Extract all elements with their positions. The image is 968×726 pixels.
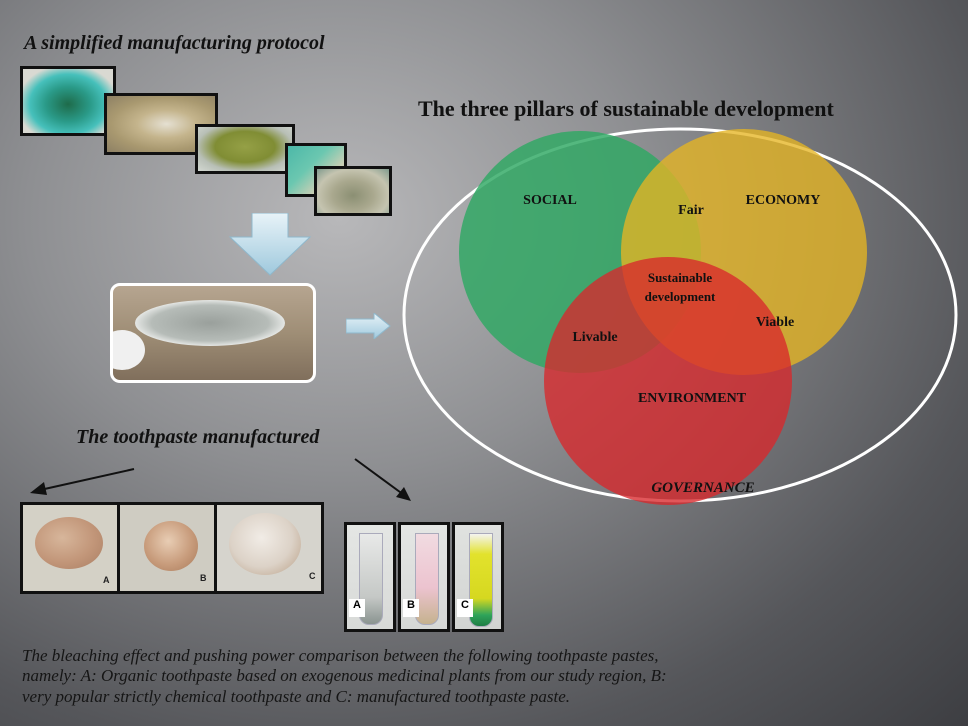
tube-label-c: C (457, 599, 473, 617)
caption-line-2: namely: A: Organic toothpaste based on e… (22, 666, 667, 686)
label-economy: ECONOMY (746, 193, 821, 208)
down-arrow-icon (228, 213, 312, 276)
protocol-title: A simplified manufacturing protocol (24, 32, 325, 54)
label-governance: GOVERNANCE (651, 480, 754, 496)
environment-circle (544, 257, 792, 505)
venn-diagram: SOCIAL ECONOMY Fair Sustainable developm… (402, 127, 958, 505)
tube-photo-c: C (452, 522, 504, 632)
sample-photo-c: C (214, 502, 324, 594)
toothpaste-plate-photo (110, 283, 316, 383)
sample-label-b: B (200, 573, 207, 583)
venn-title: The three pillars of sustainable develop… (418, 96, 834, 121)
protocol-photo-3 (195, 124, 295, 174)
tube-photo-a: A (344, 522, 396, 632)
label-center-1: Sustainable (648, 270, 713, 285)
tube-label-b: B (403, 599, 419, 617)
left-down-arrow-icon (30, 468, 135, 495)
sample-label-c: C (309, 571, 316, 581)
label-livable: Livable (572, 330, 617, 345)
sample-label-a: A (103, 575, 110, 585)
sample-photo-b: B (117, 502, 217, 594)
caption-line-3: very popular strictly chemical toothpast… (22, 686, 571, 706)
toothpaste-title: The toothpaste manufactured (76, 426, 320, 448)
label-social: SOCIAL (523, 193, 577, 208)
label-environment: ENVIRONMENT (638, 391, 747, 406)
caption-line-1: The bleaching effect and pushing power c… (22, 646, 659, 665)
label-center-2: development (645, 289, 716, 304)
tube-label-a: A (349, 599, 365, 617)
right-down-arrow-icon (354, 458, 411, 501)
protocol-photo-1 (20, 66, 116, 136)
tube-photo-b: B (398, 522, 450, 632)
right-arrow-icon (346, 313, 391, 339)
figure-caption: The bleaching effect and pushing power c… (22, 646, 952, 707)
sample-photo-a: A (20, 502, 120, 594)
label-fair: Fair (678, 203, 704, 218)
protocol-photo-5 (314, 166, 392, 216)
label-viable: Viable (756, 315, 794, 330)
